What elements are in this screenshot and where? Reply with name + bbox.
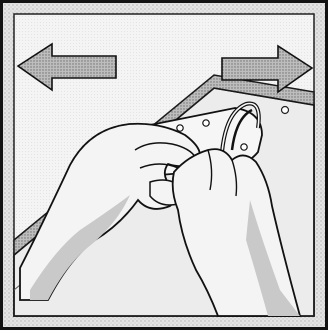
plate-hole (240, 143, 248, 151)
right-hand-shadow (246, 200, 300, 316)
arrow-right-icon (221, 44, 314, 94)
wire-hook-2 (230, 108, 253, 151)
left-finger (139, 163, 179, 169)
wire-hook-inner (221, 102, 260, 153)
left-finger (134, 142, 197, 159)
right-finger (231, 159, 238, 197)
hole (280, 105, 290, 115)
left-hand-shadow (30, 195, 130, 300)
plate-hole (176, 124, 184, 132)
arrow-left-icon (16, 42, 117, 92)
board-edge (13, 74, 315, 257)
right-finger (207, 149, 213, 191)
plate-hole (202, 119, 210, 127)
